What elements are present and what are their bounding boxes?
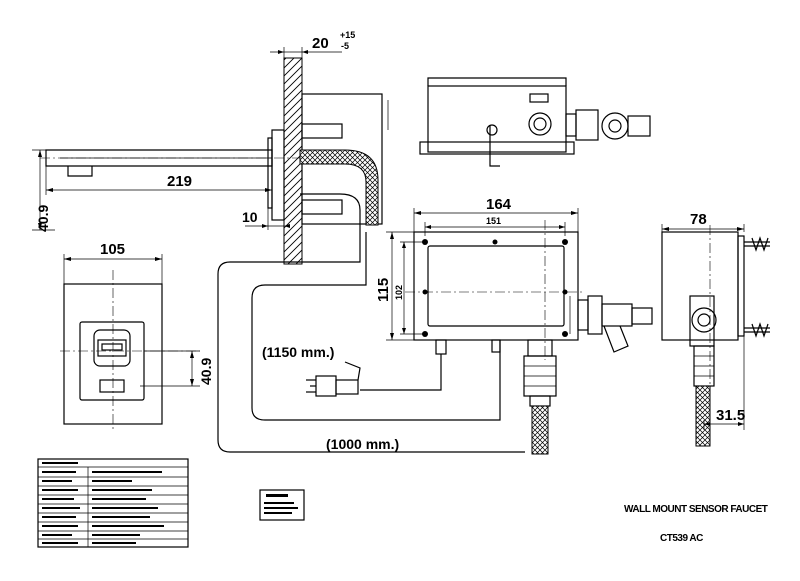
side-width-label: 78 <box>690 211 707 228</box>
control-box-side-view: 78 31.5 <box>661 211 770 447</box>
control-box-top-view <box>419 77 651 167</box>
power-cable-length-label: (1150 mm.) <box>262 344 334 360</box>
box-width-label: 164 <box>486 196 512 213</box>
drawing-title: WALL MOUNT SENSOR FAUCET <box>624 504 768 515</box>
wall-section <box>283 57 303 265</box>
spout-side-view: 20 +15 -5 219 40.9 10 <box>32 30 525 453</box>
control-box-front-view: 164 151 115 102 <box>375 196 653 455</box>
wall-tol-minus-label: -5 <box>341 41 349 51</box>
sensor-window <box>99 379 125 393</box>
mounting-plate <box>271 129 285 221</box>
box-height-label: 115 <box>375 278 392 302</box>
spout-height-label: 40.9 <box>35 205 51 232</box>
sensor-height-label: 40.9 <box>198 358 214 385</box>
box-inner-width-label: 151 <box>486 216 501 226</box>
sensor-cable-length-label: (1000 mm.) <box>326 436 399 452</box>
wall-tol-plus-label: +15 <box>340 30 355 40</box>
plate-offset-label: 10 <box>242 209 258 225</box>
spout-body <box>45 149 273 167</box>
wall-thickness-label: 20 <box>312 35 329 52</box>
spout-length-label: 219 <box>167 173 192 190</box>
spout-hose <box>299 149 379 226</box>
box-inner-height-label: 102 <box>394 285 404 300</box>
spec-table <box>37 458 189 548</box>
front-box <box>413 231 579 341</box>
power-cable: (1150 mm.) (1000 mm.) <box>262 344 442 452</box>
drawing-model: CT539 AC <box>660 533 703 544</box>
plate-front-view: 105 40.9 <box>60 241 214 430</box>
side-depth-label: 31.5 <box>716 407 745 424</box>
plate-width-label: 105 <box>100 241 125 258</box>
inlet-hose <box>531 405 549 455</box>
stamp-box <box>259 489 305 521</box>
